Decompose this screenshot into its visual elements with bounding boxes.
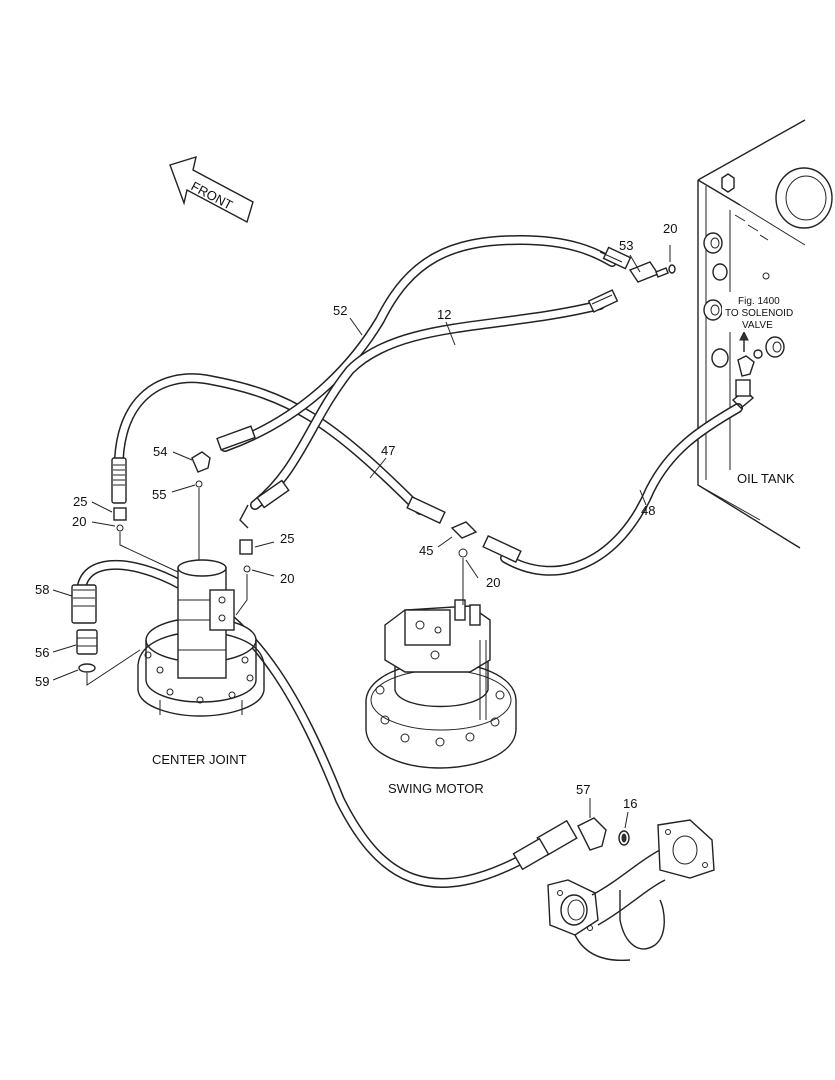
leader-lines xyxy=(52,245,671,829)
component-labels: CENTER JOINT SWING MOTOR OIL TANK xyxy=(152,471,795,796)
small-fittings xyxy=(76,261,763,851)
callout-25-right: 25 xyxy=(280,531,294,546)
callout-16: 16 xyxy=(623,796,637,811)
oil-tank-label: OIL TANK xyxy=(737,471,795,486)
callout-12: 12 xyxy=(437,307,451,322)
callout-54: 54 xyxy=(153,444,167,459)
front-direction-arrow: FRONT xyxy=(169,155,254,224)
swing-motor-label: SWING MOTOR xyxy=(388,781,484,796)
callout-58: 58 xyxy=(35,582,49,597)
center-joint xyxy=(137,559,265,717)
callout-25-left: 25 xyxy=(73,494,87,509)
oil-tank xyxy=(697,119,833,549)
callout-20-left: 20 xyxy=(72,514,86,529)
callout-52: 52 xyxy=(333,303,347,318)
callout-57: 57 xyxy=(576,782,590,797)
callout-20-motor: 20 xyxy=(486,575,500,590)
hose-fittings xyxy=(71,246,755,871)
callout-47: 47 xyxy=(381,443,395,458)
callout-20-tank: 20 xyxy=(663,221,677,236)
callout-48: 48 xyxy=(641,503,655,518)
note-line-2: TO SOLENOID xyxy=(725,308,793,319)
note-line-3: VALVE xyxy=(742,320,773,331)
swing-motor xyxy=(365,599,517,769)
note-line-1: Fig. 1400 xyxy=(738,296,780,307)
callout-labels: 52 12 47 53 20 54 55 25 20 25 20 45 20 4… xyxy=(35,221,677,811)
callout-55: 55 xyxy=(152,487,166,502)
callout-56: 56 xyxy=(35,645,49,660)
callout-45: 45 xyxy=(419,543,433,558)
callout-59: 59 xyxy=(35,674,49,689)
hoses xyxy=(77,235,743,889)
front-label: FRONT xyxy=(189,178,236,212)
callout-20-right: 20 xyxy=(280,571,294,586)
solenoid-note: Fig. 1400 TO SOLENOID VALVE xyxy=(722,292,798,332)
pipe-assembly xyxy=(547,819,715,962)
center-joint-label: CENTER JOINT xyxy=(152,752,247,767)
callout-53: 53 xyxy=(619,238,633,253)
